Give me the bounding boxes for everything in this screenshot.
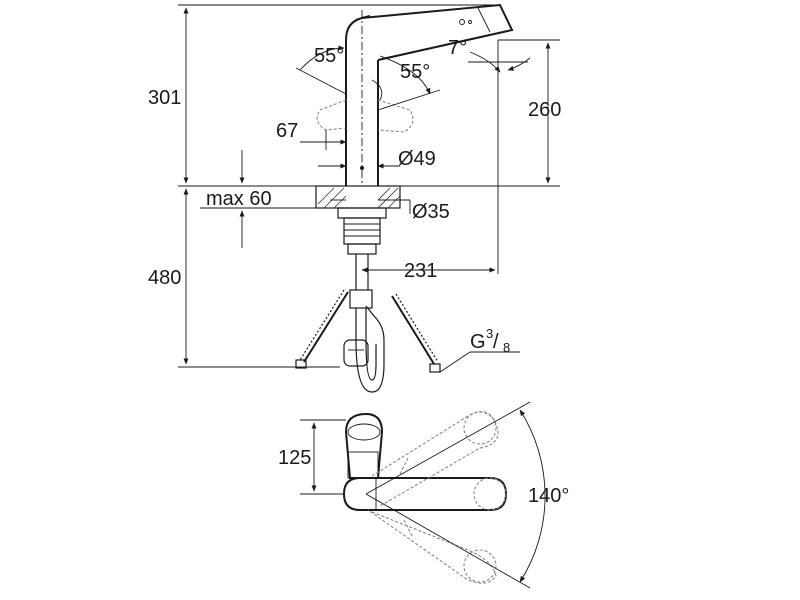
label-body-dia: Ø49 — [398, 148, 436, 170]
swivel-angle-140: 140° — [519, 409, 569, 583]
thread-callout: G 3 / 8 — [439, 326, 520, 373]
label-hole-dia: Ø35 — [412, 201, 450, 223]
angle-left-55: 55° — [295, 45, 347, 95]
dimension-301: 301 — [148, 7, 189, 184]
label-thread-g: G — [470, 331, 486, 353]
dimension-260: 260 — [528, 42, 561, 184]
label-max-60: max 60 — [206, 188, 272, 210]
label-125: 125 — [278, 447, 311, 469]
label-angle-left: 55° — [314, 45, 344, 67]
top-view — [342, 401, 531, 589]
lever-ghosts — [316, 99, 414, 133]
dimension-125: 125 — [278, 419, 346, 495]
dimension-hole-dia: Ø35 — [330, 199, 450, 223]
label-67: 67 — [276, 120, 298, 142]
label-thread-sub: 8 — [503, 340, 510, 355]
label-thread-slash: / — [493, 331, 499, 353]
spout-tilt-7: 7° — [448, 37, 531, 73]
tap-body — [345, 3, 514, 186]
dimension-231: 231 — [361, 40, 499, 282]
label-thread-sup: 3 — [486, 326, 493, 341]
label-301: 301 — [148, 87, 181, 109]
label-spout-tilt: 7° — [448, 37, 467, 59]
dimension-67: 67 — [276, 120, 347, 150]
label-231: 231 — [404, 260, 437, 282]
dimension-480: 480 — [148, 188, 189, 365]
dimension-body-dia: Ø49 — [318, 148, 436, 170]
label-480: 480 — [148, 267, 181, 289]
countertop — [315, 185, 401, 255]
label-260: 260 — [528, 99, 561, 121]
label-angle-right: 55° — [400, 61, 430, 83]
label-swivel-angle: 140° — [528, 485, 569, 507]
angle-right-55: 55° — [377, 55, 441, 111]
dimension-max-60: max 60 — [200, 150, 316, 248]
hoses — [295, 254, 441, 393]
